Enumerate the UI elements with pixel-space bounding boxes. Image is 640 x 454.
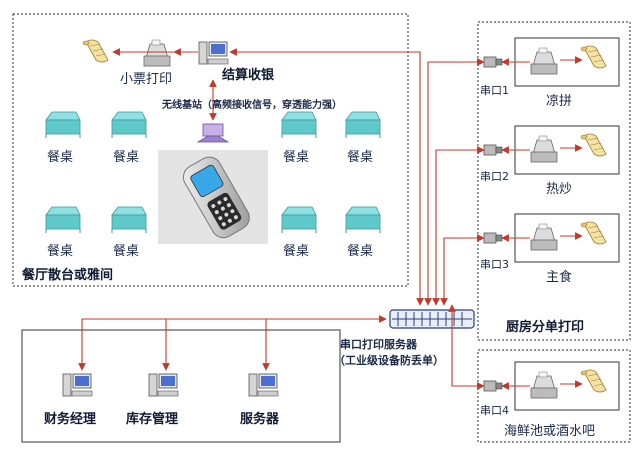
finance-computer-icon bbox=[62, 373, 93, 397]
serial-plug-icon bbox=[483, 56, 503, 68]
inventory-computer-icon bbox=[148, 373, 179, 397]
serial-plug-icon bbox=[483, 144, 503, 156]
server-label: 串口打印服务器 bbox=[340, 338, 417, 351]
serial-port-label: 串口2 bbox=[480, 170, 509, 183]
dining-table-label: 餐桌 bbox=[283, 150, 310, 165]
dining-table-icon bbox=[45, 206, 81, 234]
dining-table-label: 餐桌 bbox=[347, 150, 374, 165]
inventory-label: 库存管理 bbox=[126, 412, 179, 427]
dining-table-icon bbox=[45, 111, 81, 139]
bar-area-frame bbox=[477, 349, 631, 443]
office-area-frame bbox=[21, 329, 341, 443]
finance-manager-label: 财务经理 bbox=[44, 412, 97, 427]
dining-area-frame bbox=[12, 13, 409, 287]
dining-table-label: 餐桌 bbox=[283, 244, 310, 259]
dining-table-icon bbox=[345, 206, 381, 234]
dining-table-label: 餐桌 bbox=[113, 150, 140, 165]
kitchen-area-title: 厨房分单打印 bbox=[506, 320, 585, 335]
dining-table-icon bbox=[281, 111, 317, 139]
serial-print-server-icon bbox=[389, 309, 475, 329]
receipt-printer-icon bbox=[143, 39, 171, 67]
server-computer-label: 服务器 bbox=[240, 412, 280, 427]
dining-table-icon bbox=[111, 111, 147, 139]
serial-port-label: 串口1 bbox=[480, 84, 509, 97]
checkout-computer-icon bbox=[198, 41, 229, 65]
receipt-scroll-icon bbox=[82, 39, 109, 63]
dining-table-icon bbox=[111, 206, 147, 234]
serial-port-label: 串口4 bbox=[480, 404, 509, 417]
station-name-label: 热炒 bbox=[546, 182, 573, 197]
dining-table-label: 餐桌 bbox=[47, 244, 74, 259]
server-computer-icon bbox=[248, 373, 279, 397]
dining-table-label: 餐桌 bbox=[347, 244, 374, 259]
server-sublabel: （工业级设备防丢单） bbox=[334, 354, 444, 367]
station-name-label: 海鲜池或酒水吧 bbox=[504, 424, 596, 439]
connection-lines bbox=[78, 48, 583, 390]
phone-image bbox=[158, 150, 268, 244]
dining-table-icon bbox=[345, 111, 381, 139]
station-name-label: 凉拼 bbox=[546, 94, 573, 109]
serial-plug-icon bbox=[483, 232, 503, 244]
wireless-base-label: 无线基站（高频接收信号，穿透能力强） bbox=[162, 100, 342, 111]
serial-port-label: 串口3 bbox=[480, 258, 509, 271]
dining-table-label: 餐桌 bbox=[47, 150, 74, 165]
dining-area-title: 餐厅散台或雅间 bbox=[22, 268, 114, 283]
serial-plug-icon bbox=[483, 380, 503, 392]
receipt-print-label: 小票打印 bbox=[120, 72, 173, 87]
station-name-label: 主食 bbox=[546, 270, 573, 285]
dining-table-label: 餐桌 bbox=[113, 244, 140, 259]
checkout-label: 结算收银 bbox=[222, 68, 275, 83]
wireless-base-icon bbox=[196, 123, 230, 143]
dining-table-icon bbox=[281, 206, 317, 234]
